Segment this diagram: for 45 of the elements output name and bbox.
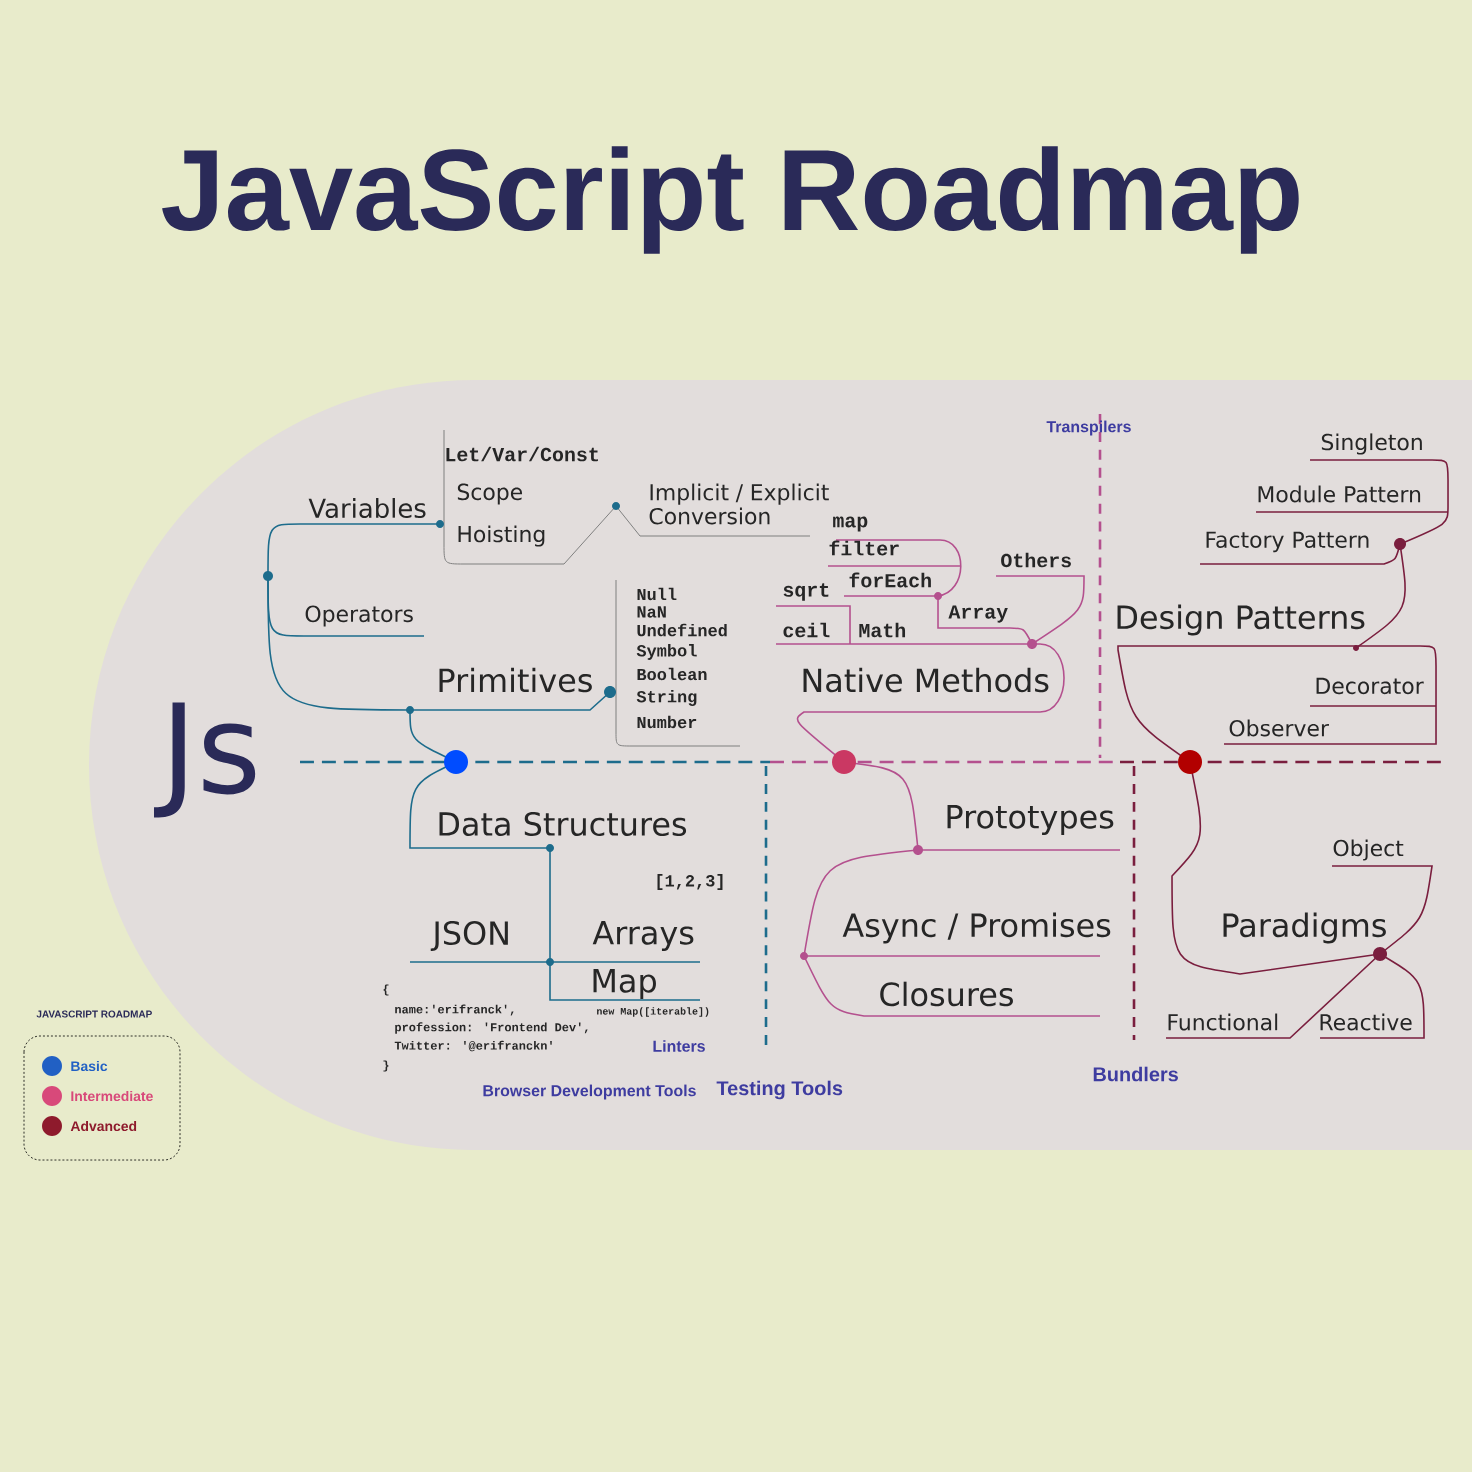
type-label: Boolean [637,667,707,681]
method-label: sqrt [783,583,829,601]
topic-label: Decorator [1316,677,1424,695]
topic-label: Observer [1229,719,1329,737]
topic-label: Scope [457,483,522,505]
topic-heading: Map [593,969,656,999]
topic-label: Hoisting [458,525,545,547]
topic-label: Factory Pattern [1206,531,1369,553]
topic-heading: JSON [430,921,508,952]
method-label: Array [948,605,1008,623]
topic-heading: Paradigms [1223,912,1386,944]
topic-heading: Arrays [592,921,694,951]
type-label: String [636,690,697,706]
topic-label: Variables [308,498,426,519]
type-label: Null [637,587,677,601]
method-label: filter [829,540,899,556]
topic-label: Singleton [1321,433,1422,455]
topic-heading: Data Structures [439,811,687,837]
topic-label: Object [1333,839,1404,861]
topic-heading: Async / Promises [842,912,1111,944]
topic-label: Implicit / Explicit Conversion [649,483,829,525]
method-label: forEach [849,572,931,588]
topic-heading: Primitives [439,667,592,693]
topic-heading: Closures [880,981,1013,1007]
method-label: Let/Var/Const [446,446,598,462]
type-label: Number [637,715,697,729]
topic-label: Module Pattern [1258,485,1421,503]
type-label: Symbol [636,644,697,660]
method-label: ceil [783,622,830,638]
type-label: NaN [637,606,666,618]
tool-category-label: Bundlers [1093,1066,1178,1082]
topic-heading: Design Patterns [1117,604,1365,636]
topic-label: Reactive [1320,1013,1412,1031]
type-label: Undefined [637,623,727,637]
topic-label: Operators [305,605,413,627]
topic-label: Functional [1168,1013,1278,1031]
type-label: [1,2,3] [657,874,723,890]
method-label: Math [859,622,906,638]
js-label: Js [154,702,256,818]
topic-heading: Prototypes [947,805,1114,835]
method-label: Others [1001,552,1071,568]
topic-heading: Native Methods [803,667,1049,693]
tool-category-label: Testing Tools [716,1080,843,1100]
method-label: map [833,516,868,532]
title: JavaScript Roadmap [162,146,1299,254]
